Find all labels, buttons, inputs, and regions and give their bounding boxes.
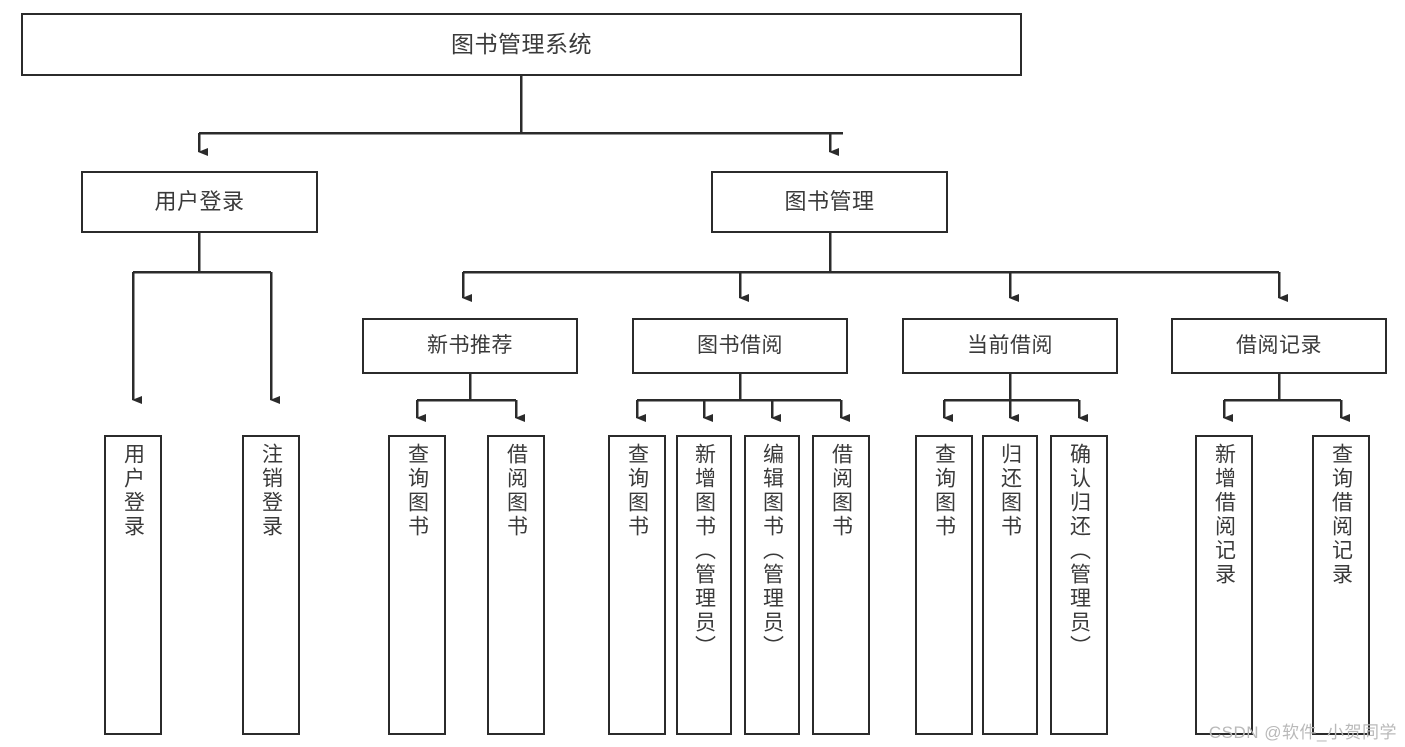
- node-label: 图书管理系统: [451, 30, 592, 57]
- node-root-book-management-system[interactable]: 图书管理系统: [21, 13, 1022, 76]
- node-label: 用户登录: [121, 443, 145, 539]
- node-label: 注销登录: [259, 443, 283, 539]
- node-user-login[interactable]: 用户登录: [81, 171, 318, 233]
- leaf-current-borrow-return-book[interactable]: 归还图书: [982, 435, 1038, 735]
- node-label: 查询图书: [932, 443, 956, 539]
- node-label: 新书推荐: [427, 333, 513, 357]
- node-current-borrow[interactable]: 当前借阅: [902, 318, 1118, 374]
- node-label: 查询图书: [625, 443, 649, 539]
- leaf-borrow-record-query-record[interactable]: 查询借阅记录: [1312, 435, 1370, 735]
- node-label: 借阅记录: [1236, 333, 1322, 357]
- node-label: 查询图书: [405, 443, 429, 539]
- node-label: 确认归还（管理员）: [1067, 443, 1091, 659]
- leaf-book-borrow-query-book[interactable]: 查询图书: [608, 435, 666, 735]
- node-label: 新增图书（管理员）: [692, 443, 716, 659]
- leaf-current-borrow-confirm-return-admin[interactable]: 确认归还（管理员）: [1050, 435, 1108, 735]
- leaf-book-borrow-edit-book-admin[interactable]: 编辑图书（管理员）: [744, 435, 800, 735]
- node-label: 编辑图书（管理员）: [760, 443, 784, 659]
- leaf-user-login-signin[interactable]: 用户登录: [104, 435, 162, 735]
- leaf-new-book-borrow-book[interactable]: 借阅图书: [487, 435, 545, 735]
- leaf-borrow-record-add-record[interactable]: 新增借阅记录: [1195, 435, 1253, 735]
- leaf-current-borrow-query-book[interactable]: 查询图书: [915, 435, 973, 735]
- leaf-user-login-signout[interactable]: 注销登录: [242, 435, 300, 735]
- node-label: 借阅图书: [504, 443, 528, 539]
- watermark-text: CSDN @软件_小贺同学: [1208, 723, 1397, 742]
- node-label: 新增借阅记录: [1212, 443, 1236, 587]
- node-label: 图书管理: [784, 189, 875, 215]
- node-label: 图书借阅: [697, 333, 783, 357]
- node-new-book-recommend[interactable]: 新书推荐: [362, 318, 578, 374]
- node-label: 当前借阅: [967, 333, 1053, 357]
- node-book-management[interactable]: 图书管理: [711, 171, 948, 233]
- node-label: 查询借阅记录: [1329, 443, 1353, 587]
- node-label: 归还图书: [998, 443, 1022, 539]
- node-label: 用户登录: [154, 189, 245, 215]
- leaf-book-borrow-add-book-admin[interactable]: 新增图书（管理员）: [676, 435, 732, 735]
- node-borrow-record[interactable]: 借阅记录: [1171, 318, 1387, 374]
- leaf-new-book-query-book[interactable]: 查询图书: [388, 435, 446, 735]
- node-label: 借阅图书: [829, 443, 853, 539]
- leaf-book-borrow-borrow-book[interactable]: 借阅图书: [812, 435, 870, 735]
- node-book-borrow[interactable]: 图书借阅: [632, 318, 848, 374]
